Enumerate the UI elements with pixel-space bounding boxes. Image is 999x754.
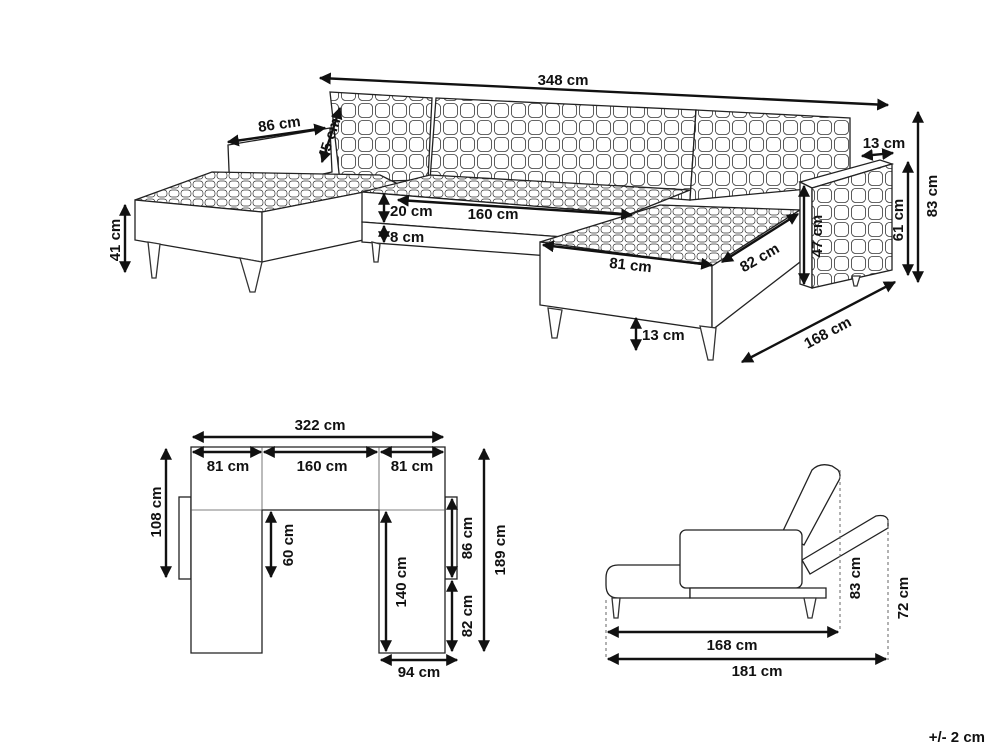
- side-label-upright-height: 83 cm: [847, 557, 864, 600]
- plan-label-right-lower: 82 cm: [459, 595, 476, 638]
- plan-label-total-depth: 189 cm: [492, 525, 509, 576]
- label-total-width: 348 cm: [538, 72, 589, 89]
- side-seat-cushion: [679, 529, 803, 589]
- plan-label-back-depth: 108 cm: [148, 487, 165, 538]
- tolerance-note: +/- 2 cm: [929, 729, 985, 746]
- dim-line-back-height: [319, 106, 343, 164]
- side-label-total-length: 181 cm: [732, 663, 783, 680]
- plan-label-seat-depth: 60 cm: [280, 524, 297, 567]
- dim-line-chaise-depth: [226, 123, 327, 147]
- leg-left-chaise-back: [239, 257, 263, 293]
- side-seat-front: [605, 564, 691, 599]
- side-reclined-back: [801, 514, 889, 575]
- sofa-plan-view: 322 cm 81 cm 160 cm 81 cm 108 cm 60 cm 1…: [148, 417, 509, 681]
- label-arm-width: 13 cm: [863, 135, 906, 152]
- plan-label-chaise-width: 94 cm: [398, 664, 441, 681]
- leg-middle: [371, 241, 381, 263]
- dim-line-chaise-inner: [720, 212, 800, 264]
- plan-label-right-upper: 86 cm: [459, 517, 476, 560]
- leg-right-chaise-back: [699, 325, 717, 361]
- label-frame-thickness: 8 cm: [390, 229, 424, 246]
- label-seat-height: 41 cm: [107, 219, 124, 262]
- leg-left-chaise-front: [147, 241, 161, 279]
- plan-label-left-module: 81 cm: [207, 458, 250, 475]
- label-chaise-depth: 86 cm: [257, 113, 301, 136]
- label-total-height: 83 cm: [924, 175, 941, 218]
- dim-line-middle-seat: [396, 194, 634, 221]
- leg-right-arm: [851, 275, 861, 287]
- leg-right-chaise-front: [547, 307, 563, 339]
- sofa-perspective-view: 348 cm 86 cm 45 cm 41 cm 20 cm 160 cm 8 …: [107, 72, 941, 364]
- plan-label-total-width: 322 cm: [295, 417, 346, 434]
- label-chaise-width: 81 cm: [608, 255, 652, 276]
- side-frame-base: [689, 587, 827, 599]
- label-arm-total: 61 cm: [890, 199, 907, 242]
- dim-line-chaise-width: [541, 240, 714, 270]
- side-label-bed-length: 168 cm: [707, 637, 758, 654]
- side-label-recline-height: 72 cm: [895, 577, 912, 620]
- side-leg-front: [611, 597, 621, 619]
- plan-left-arm: [178, 496, 192, 580]
- plan-label-right-module: 81 cm: [391, 458, 434, 475]
- sofa-side-view: 168 cm 181 cm 83 cm 72 cm: [605, 464, 912, 680]
- dim-line-total-width: [318, 72, 890, 111]
- label-chaise-length: 168 cm: [801, 314, 854, 353]
- dim-line-chaise-length: [740, 280, 897, 364]
- plan-outline: [190, 446, 446, 654]
- label-middle-seat-width: 160 cm: [468, 206, 519, 223]
- back-cushion-left: [329, 91, 433, 183]
- dim-line-arm-width: [860, 148, 895, 161]
- side-leg-back: [803, 597, 817, 619]
- plan-label-middle-module: 160 cm: [297, 458, 348, 475]
- side-upright-back: [781, 464, 841, 546]
- right-armrest-side: [811, 163, 893, 289]
- label-leg-height: 13 cm: [642, 327, 685, 344]
- plan-label-chaise-length: 140 cm: [393, 557, 410, 608]
- label-cushion-thickness: 20 cm: [390, 203, 433, 220]
- label-arm-height: 47 cm: [809, 215, 826, 258]
